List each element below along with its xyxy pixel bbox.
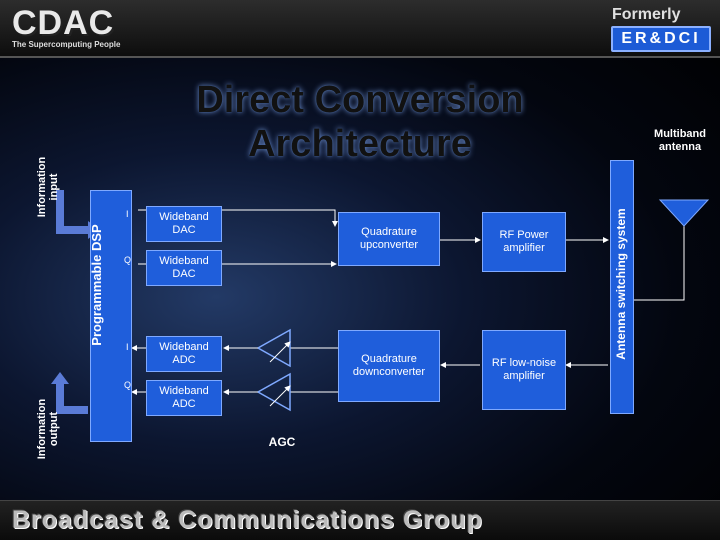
port-i-rx: I xyxy=(126,342,129,352)
wideband-adc-i: Wideband ADC xyxy=(146,336,222,372)
info-input-arrow-shaft xyxy=(60,190,88,230)
quadrature-downconverter: Quadrature downconverter xyxy=(338,330,440,402)
wire-dac-i-to-upconverter xyxy=(222,210,335,226)
footer-group-name: Broadcast & Communications Group xyxy=(12,506,483,535)
port-q-rx: Q xyxy=(124,380,131,390)
multiband-antenna-label: Multiband antenna xyxy=(640,128,720,154)
port-i-tx: I xyxy=(126,209,129,219)
port-q-tx: Q xyxy=(124,255,131,265)
quadrature-upconverter: Quadrature upconverter xyxy=(338,212,440,266)
info-output-arrow-shaft xyxy=(60,384,88,410)
wire-switch-to-antenna xyxy=(634,225,684,300)
rf-low-noise-amplifier: RF low-noise amplifier xyxy=(482,330,566,410)
agc-label: AGC xyxy=(262,436,302,449)
wideband-dac-i: Wideband DAC xyxy=(146,206,222,242)
information-input-label: Information input xyxy=(36,142,60,232)
agc-arrow-q xyxy=(270,386,290,406)
agc-arrow-i xyxy=(270,342,290,362)
rf-power-amplifier: RF Power amplifier xyxy=(482,212,566,272)
wideband-adc-q: Wideband ADC xyxy=(146,380,222,416)
info-output-arrow-head xyxy=(51,372,69,384)
agc-amp-i-icon xyxy=(258,330,290,366)
programmable-dsp-label: Programmable DSP xyxy=(90,190,104,380)
agc-amp-q-icon xyxy=(258,374,290,410)
wideband-dac-q: Wideband DAC xyxy=(146,250,222,286)
information-output-label: Information output xyxy=(36,384,60,474)
antenna-switching-system-label: Antenna switching system xyxy=(612,160,630,408)
antenna-icon xyxy=(660,200,708,226)
